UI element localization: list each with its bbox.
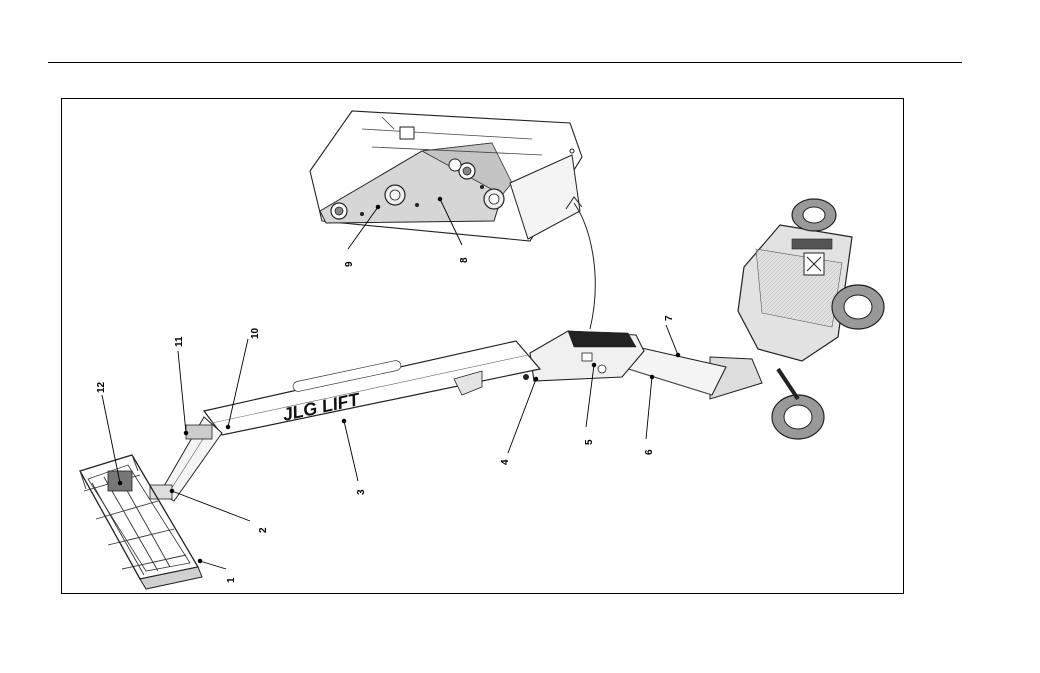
callout-3: 3 [356,489,367,495]
callout-1: 1 [226,577,237,583]
callout-6: 6 [644,449,655,455]
callout-4: 4 [500,459,511,465]
callout-7: 7 [664,315,675,321]
callout-2: 2 [258,527,269,533]
callout-9: 9 [344,261,355,267]
callout-10: 10 [250,327,261,339]
wheel [792,199,836,231]
wheel [772,395,824,439]
callout-11: 11 [174,336,185,347]
pivot-housing [523,331,644,381]
callout-5: 5 [584,439,595,445]
callout-12: 12 [96,381,107,393]
main-boom: JLG LIFT [204,341,540,435]
header-rule [48,62,962,63]
callout-8: 8 [459,257,470,263]
detail-inset [310,111,582,241]
figure-frame: JLG LIFT [61,98,904,594]
wheel [832,285,884,329]
chassis [710,199,884,439]
machine-illustration: JLG LIFT [62,99,905,595]
